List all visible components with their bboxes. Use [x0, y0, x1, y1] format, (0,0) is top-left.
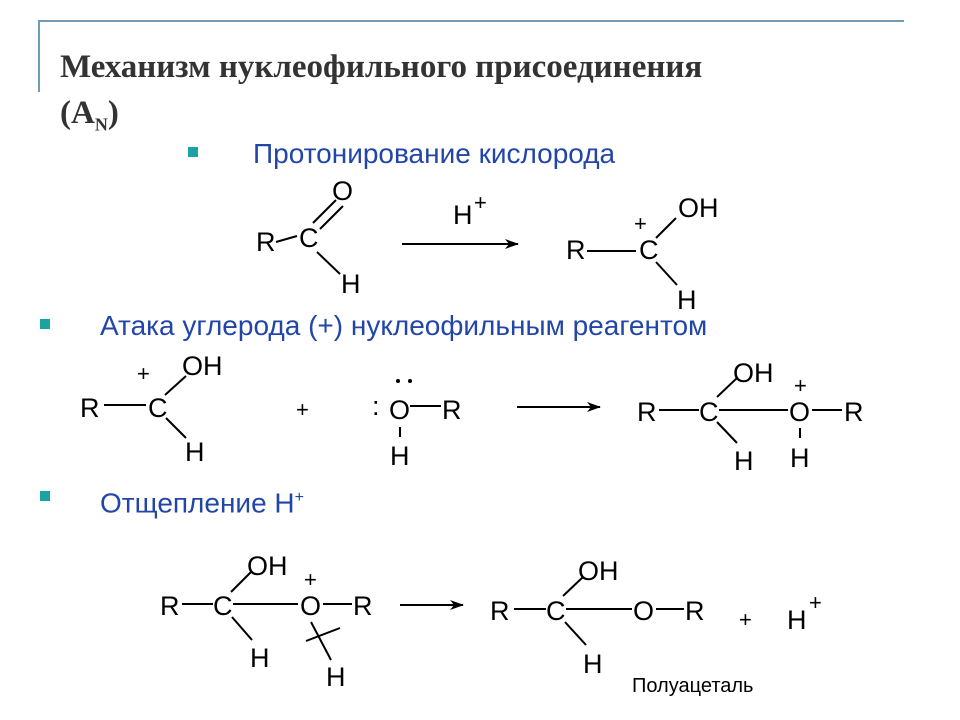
atom-R: R: [685, 596, 705, 626]
atom-R: R: [160, 591, 180, 621]
proton-h: H: [787, 605, 807, 635]
step1-protonated-carbonyl: R C + OH H: [566, 193, 719, 315]
step2-oxonium-product: R C O R + OH H H: [637, 358, 864, 476]
bond-C-H: [655, 261, 678, 286]
atom-OH: OH: [182, 351, 223, 381]
charge-plus: +: [794, 373, 807, 398]
step1-aldehyde: R C O H: [256, 176, 361, 299]
double-bond-C-O: [312, 199, 337, 224]
bond-R-C: [275, 235, 298, 243]
bond-C-OH: [562, 576, 584, 597]
atom-C: C: [299, 223, 319, 253]
atom-O: O: [332, 176, 353, 206]
atom-O: O: [389, 395, 410, 425]
atom-R: R: [80, 393, 100, 423]
title-line-2: (AN): [60, 95, 119, 135]
title-line-1: Механизм нуклеофильного присоединения: [60, 49, 703, 85]
plus-sign: +: [296, 397, 309, 422]
bond-C-OH: [716, 377, 738, 398]
atom-R: R: [353, 591, 373, 621]
bond-C-H: [716, 421, 738, 444]
charge-plus: +: [137, 361, 150, 386]
proton-charge: +: [809, 590, 822, 615]
atom-C: C: [699, 397, 719, 427]
bullet-square-icon: [40, 491, 50, 501]
atom-H: H: [677, 285, 697, 315]
bond-C-OH: [164, 375, 187, 396]
atom-H: H: [734, 446, 754, 476]
step2-alcohol: : O R H: [372, 379, 462, 471]
hemiacetal-caption: Полуацеталь: [632, 675, 754, 697]
atom-C: C: [148, 393, 168, 423]
step-2-heading: Атака углерода (+) нуклеофильным реагент…: [100, 310, 708, 341]
lone-pair-left: :: [372, 391, 380, 421]
bond-C-H: [231, 616, 253, 641]
atom-H: H: [185, 437, 205, 467]
atom-C: C: [546, 596, 566, 626]
reagent-charge: +: [474, 190, 487, 215]
reagent-h-plus: H +: [453, 190, 487, 230]
atom-R: R: [490, 596, 510, 626]
step3-oxonium-intermediate: R C O R + OH H H: [160, 551, 373, 692]
atom-H: H: [250, 643, 270, 673]
lone-pair-dot: [408, 379, 412, 383]
atom-C: C: [639, 235, 659, 265]
atom-R: R: [566, 235, 586, 265]
bond-C-OH: [230, 571, 252, 593]
step-1-heading: Протонирование кислорода: [253, 138, 616, 169]
bond-C-OH: [655, 217, 677, 239]
step2-carbocation: R C + OH H: [80, 351, 223, 467]
step-3-heading: Отщепление H+: [100, 487, 304, 519]
bullet-square-icon: [40, 319, 50, 329]
atom-OH: OH: [733, 358, 774, 388]
atom-R: R: [442, 395, 462, 425]
bond-C-H: [564, 621, 587, 646]
lone-pair-dot: [396, 379, 400, 383]
atom-C: C: [213, 591, 233, 621]
bond-C-H: [165, 417, 187, 439]
atom-H: H: [583, 649, 603, 679]
atom-R: R: [844, 397, 864, 427]
atom-O: O: [789, 397, 810, 427]
charge-plus: +: [304, 567, 317, 592]
bond-C-H: [316, 251, 341, 275]
charge-plus: +: [634, 211, 647, 236]
atom-OH: OH: [247, 551, 288, 581]
slide-frame-top: [38, 20, 904, 22]
atom-OH: OH: [578, 556, 619, 586]
bond-O-H: [310, 621, 332, 661]
double-bond-C-O: [319, 205, 344, 230]
atom-H: H: [790, 443, 810, 473]
atom-R: R: [637, 397, 657, 427]
slide-title: Механизм нуклеофильного присоединения (A…: [60, 44, 702, 148]
plus-sign: +: [739, 607, 752, 632]
atom-R: R: [256, 227, 276, 257]
atom-H: H: [326, 662, 346, 692]
slide-frame-left: [38, 20, 40, 92]
atom-H: H: [390, 441, 410, 471]
reagent-h: H: [453, 200, 473, 230]
atom-H: H: [341, 269, 361, 299]
atom-O: O: [633, 596, 654, 626]
bullet-square-icon: [188, 147, 198, 157]
atom-OH: OH: [678, 193, 719, 223]
bond-cleavage-mark: [305, 627, 341, 642]
step3-hemiacetal: R C O R OH H: [490, 556, 705, 679]
atom-O: O: [300, 591, 321, 621]
released-proton: H +: [787, 590, 822, 635]
